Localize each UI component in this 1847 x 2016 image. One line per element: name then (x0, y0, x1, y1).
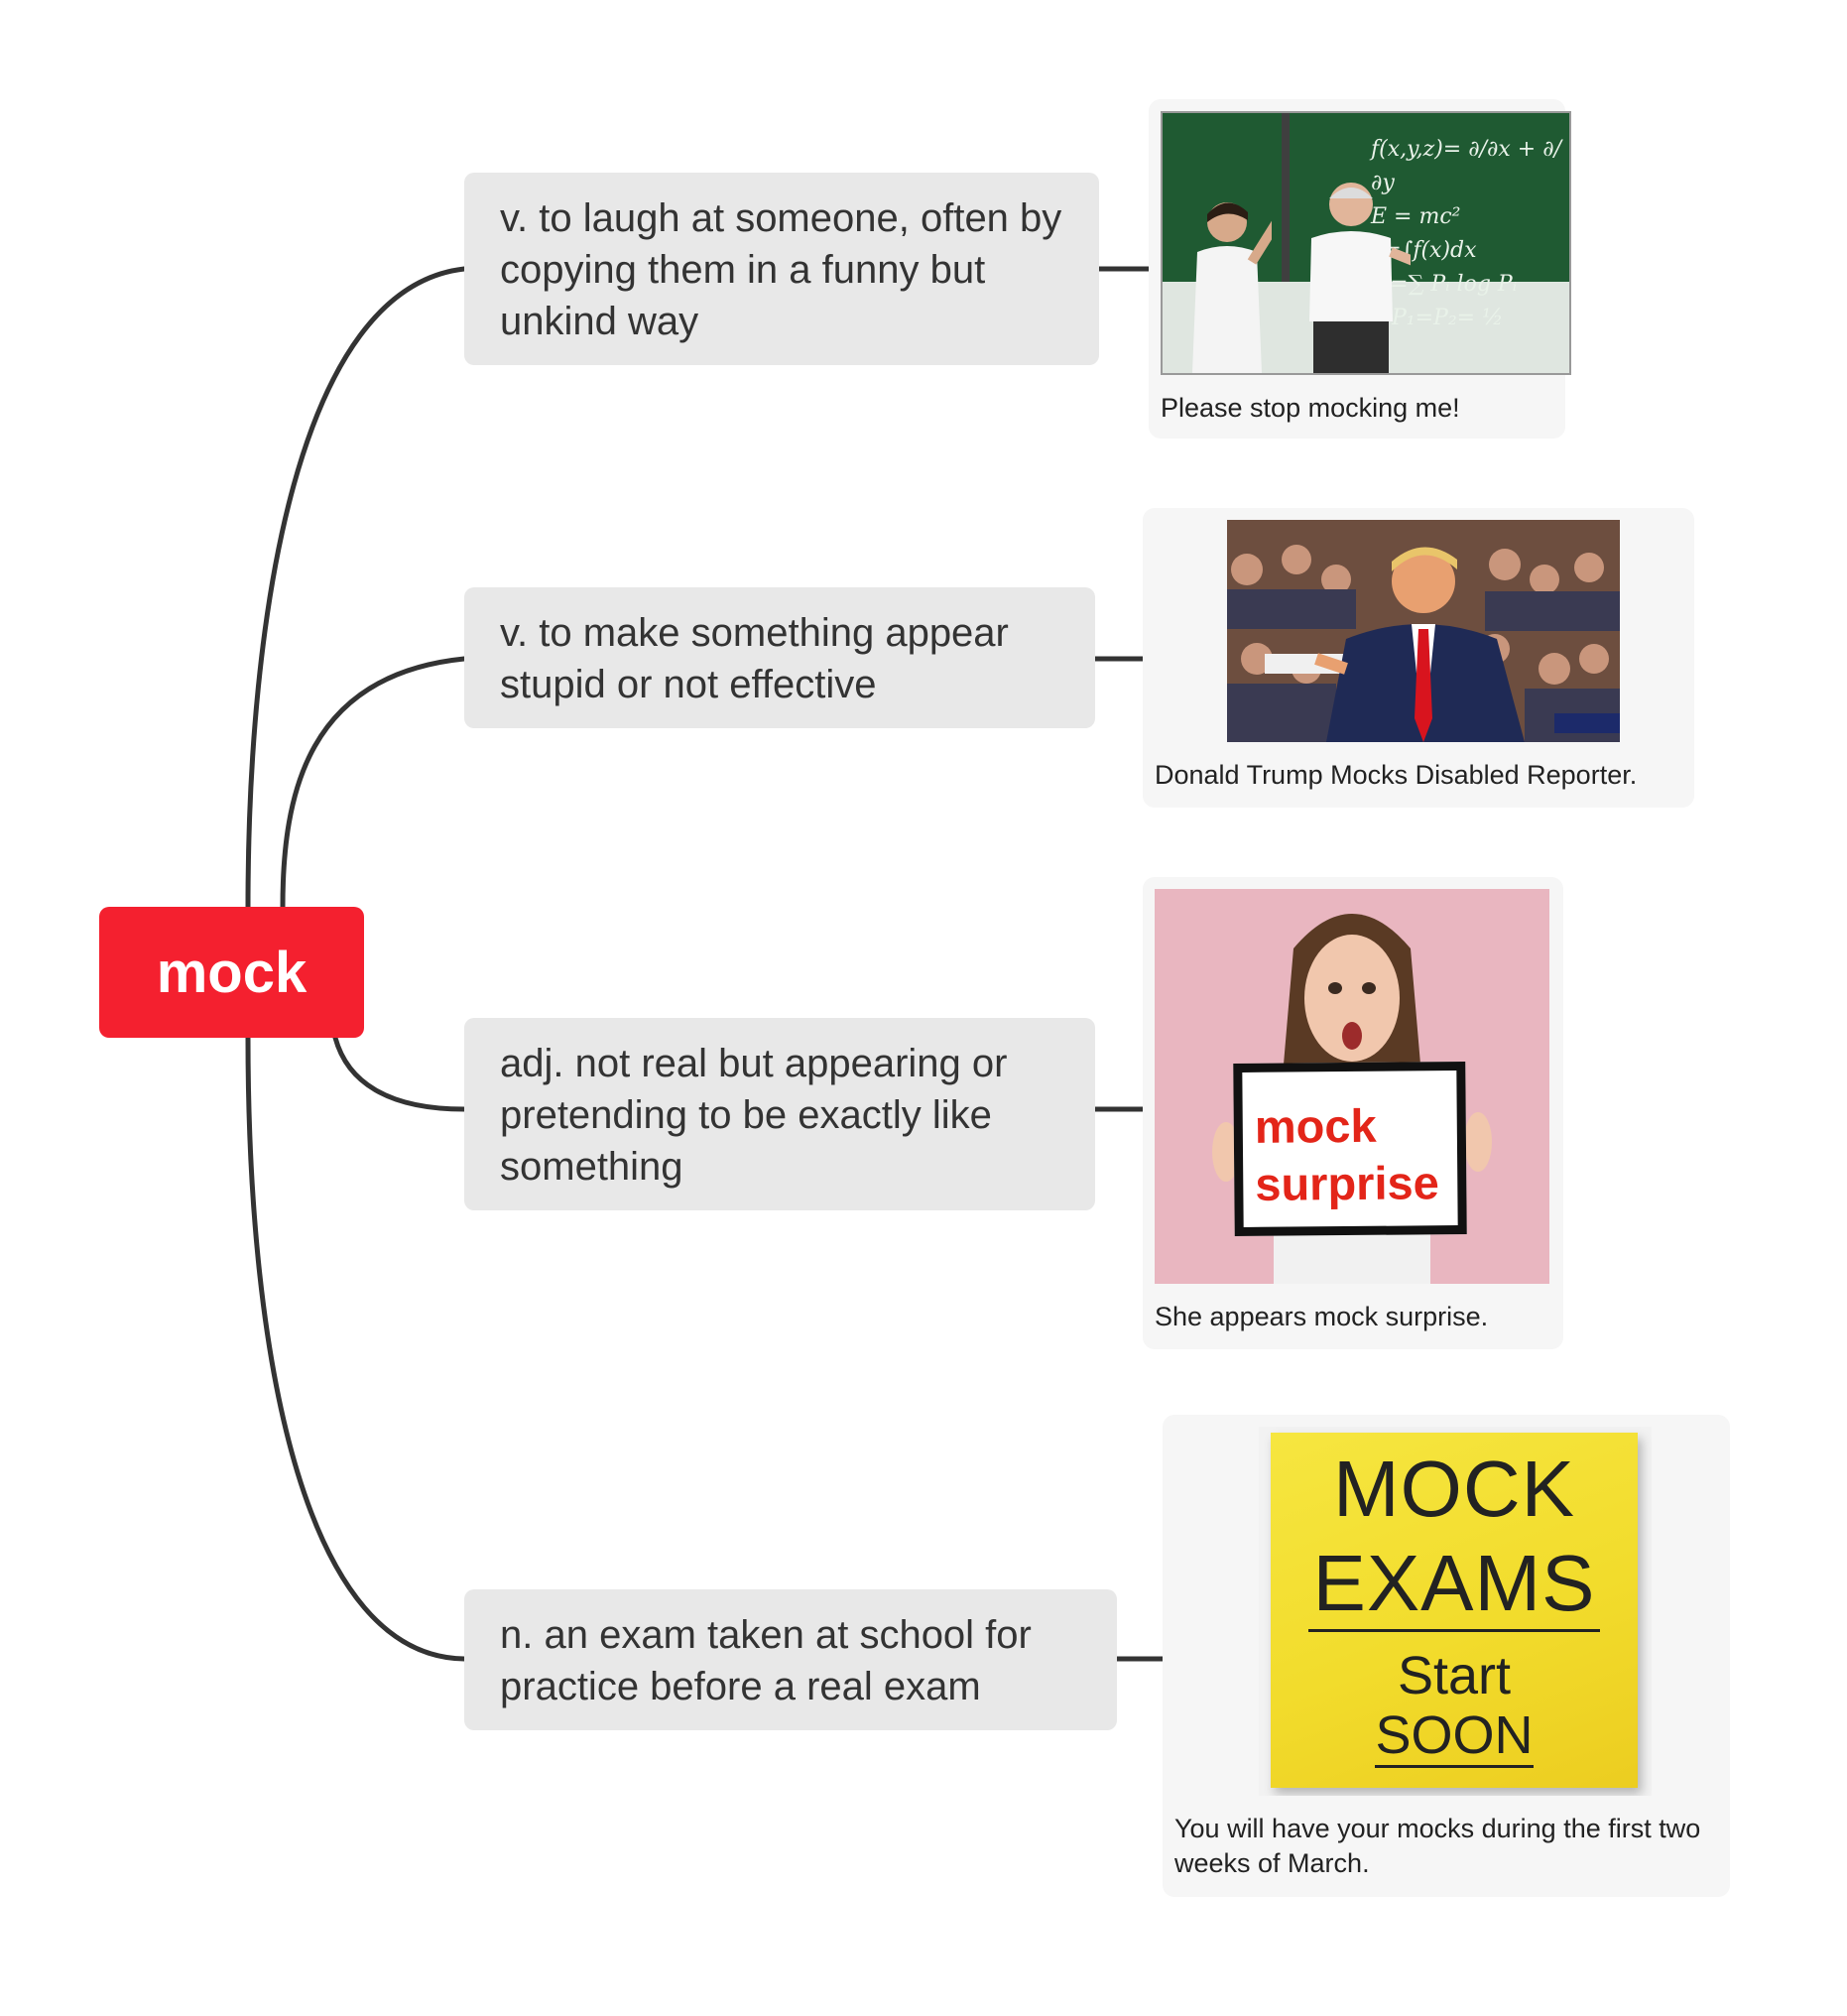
woman-with-sign-photo: mock surprise (1155, 889, 1549, 1284)
definition-text-4: n. an exam taken at school for practice … (500, 1613, 1032, 1708)
root-topic-mock[interactable]: mock (99, 907, 364, 1038)
branch-line-1 (245, 266, 467, 910)
sticky-note: MOCK EXAMS Start SOON (1271, 1433, 1638, 1788)
student-figure (1192, 202, 1272, 373)
definition-node-3[interactable]: adj. not real but appearing or pretendin… (464, 1018, 1095, 1210)
teacher-figure (1309, 183, 1411, 373)
definition-node-4[interactable]: n. an exam taken at school for practice … (464, 1589, 1117, 1730)
image-caption-2: Donald Trump Mocks Disabled Reporter. (1155, 760, 1638, 790)
image-card-2[interactable]: Donald Trump Mocks Disabled Reporter. (1143, 508, 1694, 808)
definition-node-2[interactable]: v. to make something appear stupid or no… (464, 587, 1095, 728)
image-card-3[interactable]: mock surprise She appears mock surprise. (1143, 877, 1563, 1349)
speaker-crowd-photo (1227, 520, 1620, 742)
note-text-mock: MOCK (1333, 1445, 1575, 1533)
image-caption-1: Please stop mocking me! (1161, 393, 1460, 423)
definition-text-1: v. to laugh at someone, often by copying… (500, 196, 1062, 343)
sign-text-line-1: mock (1254, 1098, 1377, 1153)
mock-surprise-sign: mock surprise (1233, 1061, 1467, 1237)
branch-line-4 (245, 1035, 467, 1662)
sign-text-line-2: surprise (1255, 1156, 1440, 1210)
branch-line-3 (332, 1035, 467, 1112)
note-text-soon: SOON (1375, 1705, 1534, 1768)
note-text-exams: EXAMS (1308, 1538, 1600, 1632)
branch-line-2 (280, 656, 467, 910)
image-card-4[interactable]: MOCK EXAMS Start SOON You will have your… (1163, 1415, 1730, 1897)
image-caption-3: She appears mock surprise. (1155, 1302, 1489, 1331)
definition-node-1[interactable]: v. to laugh at someone, often by copying… (464, 173, 1099, 365)
crowd-scene (1227, 520, 1620, 742)
image-caption-4: You will have your mocks during the firs… (1174, 1814, 1701, 1878)
mock-exams-sticky-note-photo: MOCK EXAMS Start SOON (1259, 1427, 1652, 1796)
note-text-start: Start (1397, 1646, 1512, 1705)
definition-text-3: adj. not real but appearing or pretendin… (500, 1042, 1008, 1189)
definition-text-2: v. to make something appear stupid or no… (500, 611, 1009, 706)
